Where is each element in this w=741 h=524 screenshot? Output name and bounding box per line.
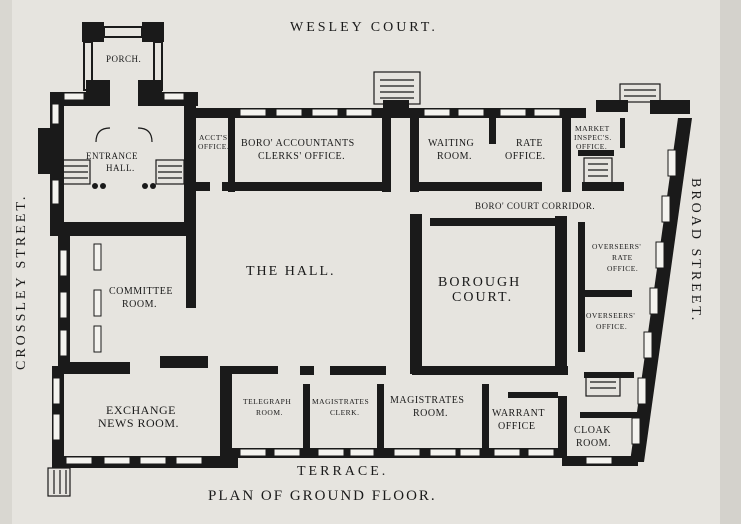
room-overseers-rate-line3: OFFICE. bbox=[607, 264, 639, 273]
room-rate-office-line1: RATE bbox=[516, 138, 543, 149]
room-warrant-office-line1: WARRANT bbox=[492, 408, 545, 419]
street-label-east: BROAD STREET. bbox=[688, 178, 703, 324]
room-warrant-office-line2: OFFICE bbox=[498, 421, 536, 432]
room-magistrates-clerk-line1: MAGISTRATES bbox=[312, 397, 370, 406]
room-boro-accountants-line1: BORO' ACCOUNTANTS bbox=[241, 138, 355, 149]
room-overseers-rate-line1: OVERSEERS' bbox=[592, 242, 642, 251]
street-label-south: TERRACE. bbox=[297, 464, 389, 479]
room-cloak-line2: ROOM. bbox=[576, 438, 612, 449]
room-exchange-news-line2: NEWS ROOM. bbox=[98, 416, 180, 430]
room-waiting-line2: ROOM. bbox=[437, 151, 473, 162]
room-rate-office-line2: OFFICE. bbox=[505, 151, 546, 162]
room-overseers-office-line2: OFFICE. bbox=[596, 322, 628, 331]
room-telegraph-line2: ROOM. bbox=[256, 408, 283, 417]
room-market-inspec-line1: MARKET bbox=[575, 124, 610, 133]
room-borough-court-line1: BOROUGH bbox=[438, 275, 522, 290]
street-label-west: CROSSLEY STREET. bbox=[14, 193, 29, 370]
room-borough-court-line2: COURT. bbox=[452, 290, 514, 305]
room-accts-office-line1: ACCT'S. bbox=[199, 133, 230, 142]
room-the-hall: THE HALL. bbox=[246, 264, 336, 279]
room-entrance-hall-line1: ENTRANCE bbox=[86, 151, 138, 161]
room-porch: PORCH. bbox=[106, 54, 142, 64]
room-market-inspec-line2: INSPEC'S. bbox=[574, 133, 612, 142]
room-committee-line1: COMMITTEE bbox=[109, 286, 173, 297]
room-entrance-hall-line2: HALL. bbox=[106, 163, 135, 173]
room-overseers-office-line1: OVERSEERS' bbox=[586, 311, 636, 320]
room-overseers-rate-line2: RATE bbox=[612, 253, 633, 262]
room-magistrates-clerk-line2: CLERK. bbox=[330, 408, 360, 417]
room-waiting-line1: WAITING bbox=[428, 138, 475, 149]
room-accts-office-line2: OFFICE. bbox=[198, 142, 230, 151]
room-magistrates-room-line1: MAGISTRATES bbox=[390, 395, 465, 406]
plan-title: PLAN OF GROUND FLOOR. bbox=[208, 488, 437, 504]
room-market-inspec-line3: OFFICE. bbox=[576, 142, 608, 151]
room-exchange-news-line1: EXCHANGE bbox=[106, 403, 176, 417]
show-through-text bbox=[4, 10, 12, 12]
room-magistrates-room-line2: ROOM. bbox=[413, 408, 449, 419]
corridor-boro-court: BORO' COURT CORRIDOR. bbox=[475, 201, 596, 211]
room-committee-line2: ROOM. bbox=[122, 299, 158, 310]
room-telegraph-line1: TELEGRAPH bbox=[243, 397, 292, 406]
street-label-north: WESLEY COURT. bbox=[290, 20, 438, 35]
room-boro-accountants-line2: CLERKS' OFFICE. bbox=[258, 151, 346, 162]
room-cloak-line1: CLOAK bbox=[574, 425, 611, 436]
